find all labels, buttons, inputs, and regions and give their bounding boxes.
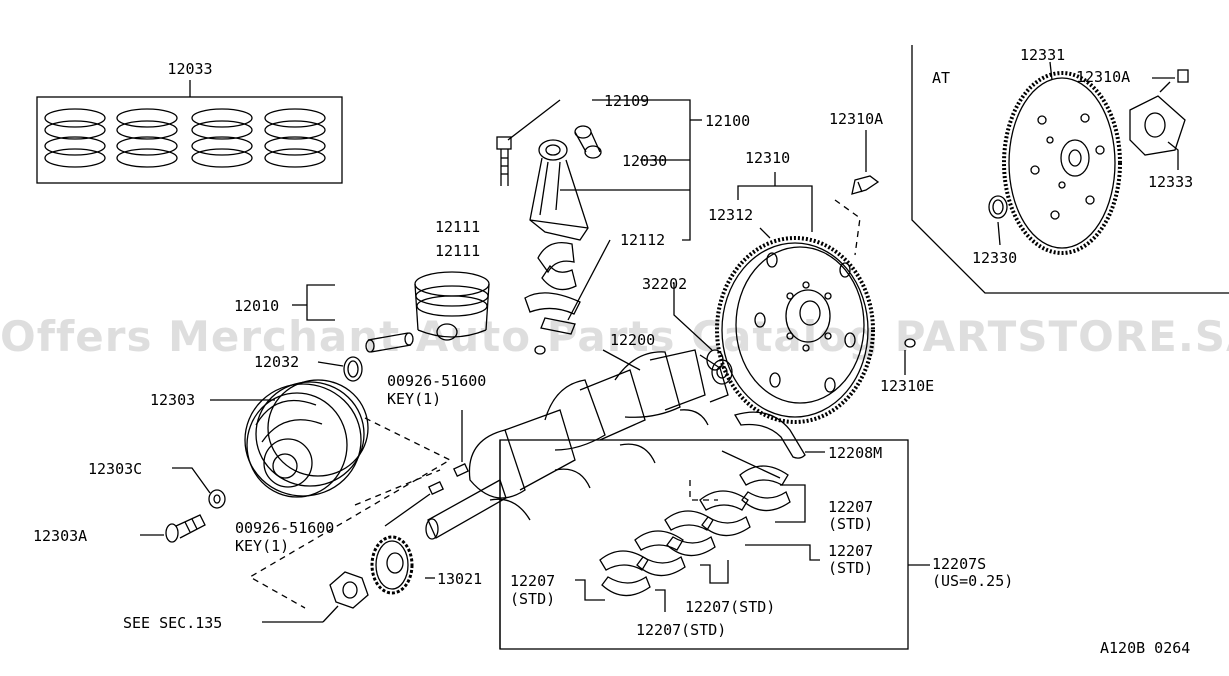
label-12310a-at[interactable]: 12310A <box>1076 68 1130 86</box>
label-12333[interactable]: 12333 <box>1148 173 1193 191</box>
crankshaft-pulley[interactable] <box>140 379 369 543</box>
at-section-title[interactable]: AT <box>932 69 950 87</box>
label-12200[interactable]: 12200 <box>610 331 655 349</box>
crankshaft-sprocket[interactable] <box>370 535 435 595</box>
connecting-rod <box>529 139 589 241</box>
label-32202[interactable]: 32202 <box>642 275 687 293</box>
label-12208m[interactable]: 12208M <box>828 444 882 462</box>
label-12207-right-1[interactable]: 12207 <box>828 498 873 516</box>
piston-pin <box>365 332 414 353</box>
part-labels: 12033 12109 12100 12030 12111 12111 1211… <box>33 46 1193 657</box>
label-00926-upper[interactable]: 00926-51600 <box>387 372 486 390</box>
label-12207-mid-2[interactable]: 12207(STD) <box>636 621 726 639</box>
label-std-right-1[interactable]: (STD) <box>828 515 873 533</box>
piston[interactable] <box>292 271 490 382</box>
piston-ring-set[interactable] <box>36 80 343 184</box>
ring-stack-4 <box>264 108 326 168</box>
label-12310e[interactable]: 12310E <box>880 377 934 395</box>
rod-bearing-shells <box>537 241 577 291</box>
label-12207s[interactable]: 12207S <box>932 555 986 573</box>
ring-stack-2 <box>116 108 178 168</box>
label-12100[interactable]: 12100 <box>705 112 750 130</box>
pulley-washer <box>208 489 226 509</box>
label-12010[interactable]: 12010 <box>234 297 279 315</box>
crankshaft[interactable] <box>425 349 733 540</box>
label-12312[interactable]: 12312 <box>708 206 753 224</box>
label-00926-lower[interactable]: 00926-51600 <box>235 519 334 537</box>
label-12331[interactable]: 12331 <box>1020 46 1065 64</box>
label-12303c[interactable]: 12303C <box>88 460 142 478</box>
bearing-shells-row <box>599 465 791 597</box>
flywheel[interactable] <box>715 130 916 424</box>
rod-bolt <box>496 136 512 186</box>
label-12303a[interactable]: 12303A <box>33 527 87 545</box>
connecting-rod-assembly[interactable] <box>496 99 702 355</box>
label-undersize[interactable]: (US=0.25) <box>932 572 1013 590</box>
flywheel-bolt <box>851 130 880 195</box>
label-12109[interactable]: 12109 <box>604 92 649 110</box>
woodruff-keys[interactable] <box>384 410 469 527</box>
snap-ring <box>343 356 363 382</box>
label-12207-left[interactable]: 12207 <box>510 572 555 590</box>
label-key-upper[interactable]: KEY(1) <box>387 390 441 408</box>
dowel-pin <box>904 338 916 375</box>
label-12111-lower[interactable]: 12111 <box>435 242 480 260</box>
drawing-code: A120B 0264 <box>1100 639 1190 657</box>
label-std-right-2[interactable]: (STD) <box>828 559 873 577</box>
thrust-washer <box>734 411 825 459</box>
label-key-lower[interactable]: KEY(1) <box>235 537 289 555</box>
small-end-bushing <box>574 125 602 159</box>
at-reinforcement-plate <box>1129 95 1186 170</box>
pulley-bolt <box>165 514 206 543</box>
rod-cap <box>524 239 611 355</box>
label-12112[interactable]: 12112 <box>620 231 665 249</box>
at-spacer <box>988 195 1008 246</box>
ring-stack-3 <box>191 108 253 168</box>
at-drive-plate-section[interactable] <box>911 45 1229 294</box>
label-12310a-main[interactable]: 12310A <box>829 110 883 128</box>
label-12033[interactable]: 12033 <box>167 60 212 78</box>
label-13021[interactable]: 13021 <box>437 570 482 588</box>
label-12207-mid-1[interactable]: 12207(STD) <box>685 598 775 616</box>
ring-stack-1 <box>44 108 106 168</box>
label-12330[interactable]: 12330 <box>972 249 1017 267</box>
pilot-bushing <box>673 283 724 371</box>
main-bearings[interactable] <box>499 411 930 650</box>
label-std-left[interactable]: (STD) <box>510 590 555 608</box>
label-12030[interactable]: 12030 <box>622 152 667 170</box>
label-12207-right-2[interactable]: 12207 <box>828 542 873 560</box>
label-12111-upper[interactable]: 12111 <box>435 218 480 236</box>
label-12303[interactable]: 12303 <box>150 391 195 409</box>
at-bolt <box>1152 69 1189 93</box>
see-section-reference[interactable]: SEE SEC.135 <box>123 614 222 632</box>
crankshaft-nut[interactable] <box>262 571 369 623</box>
label-12310[interactable]: 12310 <box>745 149 790 167</box>
alignment-dashes <box>248 199 861 609</box>
label-12032[interactable]: 12032 <box>254 353 299 371</box>
